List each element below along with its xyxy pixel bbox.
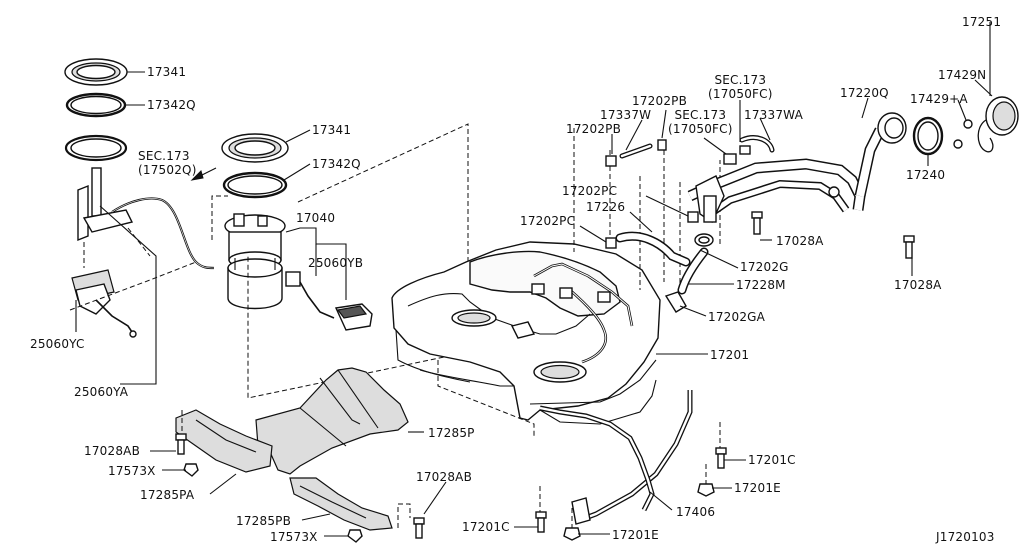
note-sec-17050fc-mid-line1: SEC.173 [674, 108, 727, 122]
bolt-17028a-right [903, 235, 915, 259]
nut-17201e-lower [563, 527, 581, 541]
note-sec-17050fc-mid: SEC.173 (17050FC) [668, 108, 733, 136]
label-17228m: 17228M [736, 278, 786, 292]
lock-ring-17341-left [64, 58, 128, 86]
label-17573x-left: 17573X [108, 464, 156, 478]
label-17251: 17251 [962, 15, 1002, 29]
gasket-17240 [912, 116, 944, 156]
fuel-tank-17201 [391, 241, 661, 425]
label-17202pc-left: 17202PC [520, 214, 576, 228]
note-sec-17050fc-top-line2: (17050FC) [708, 87, 773, 101]
label-17285pb: 17285PB [236, 514, 292, 528]
level-sender-25060yc [71, 269, 137, 338]
tank-strap-17406 [539, 390, 693, 525]
bolt-17028a-center [751, 211, 763, 235]
bolt-17201c-upper [715, 447, 727, 469]
label-17028a-center: 17028A [776, 234, 824, 248]
filler-tube-17220q [687, 112, 907, 224]
label-17337w: 17337W [600, 108, 652, 122]
label-25060ya: 25060YA [74, 385, 129, 399]
label-17342q-left: 17342Q [147, 98, 196, 112]
bolt-17201c-lower [535, 511, 547, 533]
note-sec-17050fc-top-line1: SEC.173 [714, 73, 767, 87]
note-sec-17502q-line1: SEC.173 [138, 149, 190, 163]
label-17240: 17240 [906, 168, 946, 182]
bolt-17028ab-left [175, 433, 187, 455]
label-17201: 17201 [710, 348, 750, 362]
nut-17573x-left [183, 463, 199, 477]
label-17220q: 17220Q [840, 86, 889, 100]
label-17202g: 17202G [740, 260, 789, 274]
label-17341-left: 17341 [147, 65, 187, 79]
sender-unit-25060ya [64, 134, 215, 270]
label-17201e-lower: 17201E [612, 528, 659, 542]
label-17337wa: 17337WA [744, 108, 803, 122]
label-17202pb-top: 17202PB [632, 94, 688, 108]
label-17201c-lower: 17201C [462, 520, 510, 534]
diagram-id: J1720103 [936, 530, 995, 544]
fuel-pump-module-17040 [224, 213, 286, 310]
label-25060yc: 25060YC [30, 337, 85, 351]
label-17573x-right: 17573X [270, 530, 318, 544]
bolt-17028ab-right [413, 517, 425, 539]
label-17201c-upper: 17201C [748, 453, 796, 467]
note-sec-17050fc-top: SEC.173 (17050FC) [708, 73, 773, 101]
label-17202pb-left: 17202PB [566, 122, 622, 136]
note-sec-17502q: SEC.173 (17502Q) [138, 149, 197, 177]
label-17028a-right: 17028A [894, 278, 942, 292]
heat-shield-17285p [255, 367, 409, 475]
label-17285p: 17285P [428, 426, 475, 440]
label-25060yb: 25060YB [308, 256, 364, 270]
label-17202ga: 17202GA [708, 310, 766, 324]
label-17341-center: 17341 [312, 123, 352, 137]
label-17226: 17226 [586, 200, 626, 214]
note-sec-17050fc-mid-line2: (17050FC) [668, 122, 733, 136]
filler-cap-17251 [953, 96, 1019, 153]
label-17285pa: 17285PA [140, 488, 195, 502]
label-17028ab-right: 17028AB [416, 470, 473, 484]
label-17201e-upper: 17201E [734, 481, 781, 495]
level-sender-25060yb [285, 271, 373, 331]
label-17202pc-top: 17202PC [562, 184, 618, 198]
lock-ring-17341-center [221, 133, 289, 163]
o-ring-17342q-center [222, 171, 288, 199]
heat-shield-17285pa [175, 409, 273, 473]
o-ring-17342q-left [65, 92, 127, 118]
label-17429n: 17429N [938, 68, 987, 82]
label-17040: 17040 [296, 211, 336, 225]
label-17342q-center: 17342Q [312, 157, 361, 171]
label-17028ab-left: 17028AB [84, 444, 141, 458]
label-17429a: 17429+A [910, 92, 968, 106]
nut-17201e-upper [697, 483, 715, 497]
nut-17573x-right [347, 529, 363, 543]
heat-shield-17285pb [289, 477, 393, 531]
note-sec-17502q-line2: (17502Q) [138, 163, 197, 177]
label-17406: 17406 [676, 505, 716, 519]
